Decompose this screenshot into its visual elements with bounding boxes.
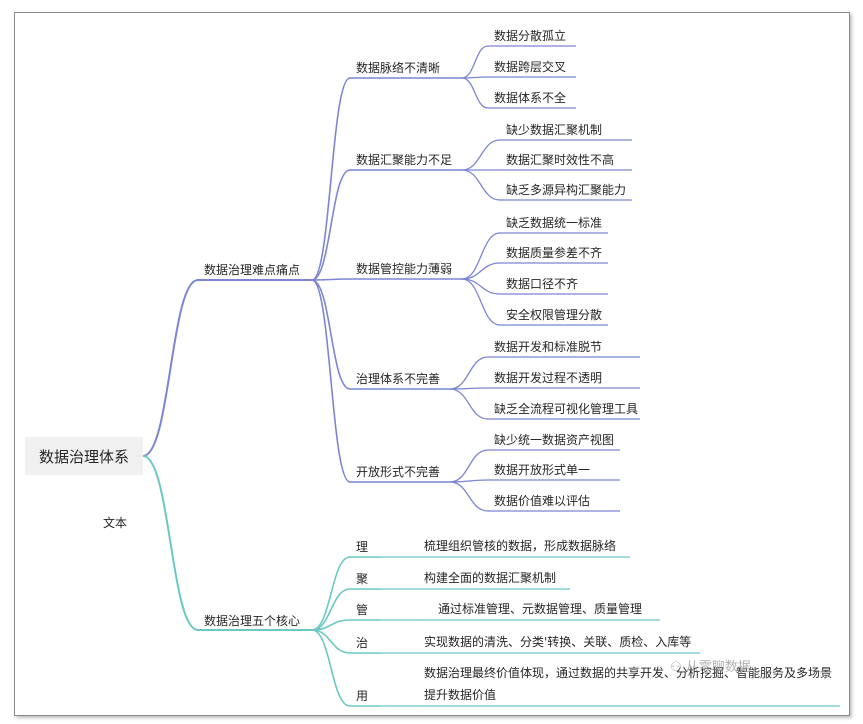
edge-group — [311, 279, 351, 390]
edge-leaf — [461, 77, 489, 109]
leaf-node[interactable]: 数据口径不齐 — [506, 277, 579, 291]
core-desc-node[interactable]: 构建全面的数据汇聚机制 — [424, 571, 557, 585]
edge-leaf — [449, 449, 489, 483]
core-desc-node[interactable]: 实现数据的清洗、分类'转换、关联、质检、入库等 — [424, 635, 692, 649]
core-key-node[interactable]: 用 — [356, 689, 369, 703]
edge-leaf — [461, 232, 501, 280]
edge-leaf — [461, 139, 501, 171]
core-key-node[interactable]: 管 — [356, 603, 369, 617]
leaf-node[interactable]: 数据价值难以评估 — [494, 494, 591, 508]
core-desc-node[interactable]: 通过标准管理、元数据管理、质量管理 — [438, 602, 643, 616]
core-desc-node[interactable]: 梳理组织管核的数据，形成数据脉络 — [424, 539, 617, 553]
leaf-node[interactable]: 数据开放形式单一 — [494, 463, 591, 477]
leaf-node[interactable]: 数据质量参差不齐 — [506, 246, 603, 260]
wechat-icon: ⚇ — [670, 660, 682, 675]
leaf-node[interactable]: 缺乏全流程可视化管理工具 — [494, 402, 639, 416]
edge-leaf — [449, 388, 489, 420]
edge-root-pain — [142, 279, 199, 457]
core-key-node[interactable]: 治 — [356, 636, 369, 650]
edge-core — [311, 588, 351, 631]
edge-leaf — [461, 278, 501, 326]
group-node[interactable]: 数据脉络不清晰 — [356, 61, 441, 75]
leaf-node[interactable]: 数据汇聚时效性不高 — [506, 153, 615, 167]
edge-leaf — [461, 262, 501, 280]
leaf-node[interactable]: 缺少统一数据资产视图 — [494, 433, 615, 447]
leaf-node[interactable]: 数据分散孤立 — [494, 29, 567, 43]
edge-leaf — [449, 356, 489, 390]
edge-group — [311, 279, 351, 483]
leaf-node[interactable]: 缺乏数据统一标准 — [506, 216, 603, 230]
leaf-node[interactable]: 安全权限管理分散 — [506, 308, 603, 322]
canvas-frame — [14, 12, 850, 716]
floating-text-node[interactable]: 文本 — [103, 516, 128, 530]
edge-leaf — [461, 45, 489, 79]
root-node[interactable]: 数据治理体系 — [25, 437, 143, 475]
group-node[interactable]: 数据管控能力薄弱 — [356, 262, 453, 276]
core-key-node[interactable]: 聚 — [356, 572, 369, 586]
watermark: ⚇ 从零聊数据 — [670, 656, 751, 675]
leaf-node[interactable]: 数据跨层交叉 — [494, 60, 567, 74]
edge-group — [311, 169, 351, 281]
core-desc-node[interactable]: 数据治理最终价值体现，通过数据的共享开发、分析挖掘、智能服务及多场景提升数据价值 — [424, 666, 833, 702]
leaf-node[interactable]: 缺乏多源异构汇聚能力 — [506, 183, 627, 197]
watermark-text: 从零聊数据 — [685, 660, 751, 675]
group-node[interactable]: 治理体系不完善 — [356, 372, 441, 386]
leaf-node[interactable]: 数据体系不全 — [494, 91, 567, 105]
edge-root-core — [142, 455, 199, 631]
group-node[interactable]: 开放形式不完善 — [356, 465, 441, 479]
core-key-node[interactable]: 理 — [356, 540, 369, 554]
edge-core — [311, 556, 351, 631]
edge-leaf — [449, 481, 489, 512]
branch-pain-points[interactable]: 数据治理难点痛点 — [204, 263, 301, 277]
edge-group — [311, 77, 351, 281]
edge-group — [311, 278, 351, 281]
leaf-node[interactable]: 数据开发过程不透明 — [494, 371, 603, 385]
group-node[interactable]: 数据汇聚能力不足 — [356, 153, 453, 167]
leaf-node[interactable]: 缺少数据汇聚机制 — [506, 123, 603, 137]
edge-core — [311, 629, 351, 707]
edge-leaf — [461, 169, 501, 201]
branch-five-cores[interactable]: 数据治理五个核心 — [204, 614, 301, 628]
leaf-node[interactable]: 数据开发和标准脱节 — [494, 340, 603, 354]
